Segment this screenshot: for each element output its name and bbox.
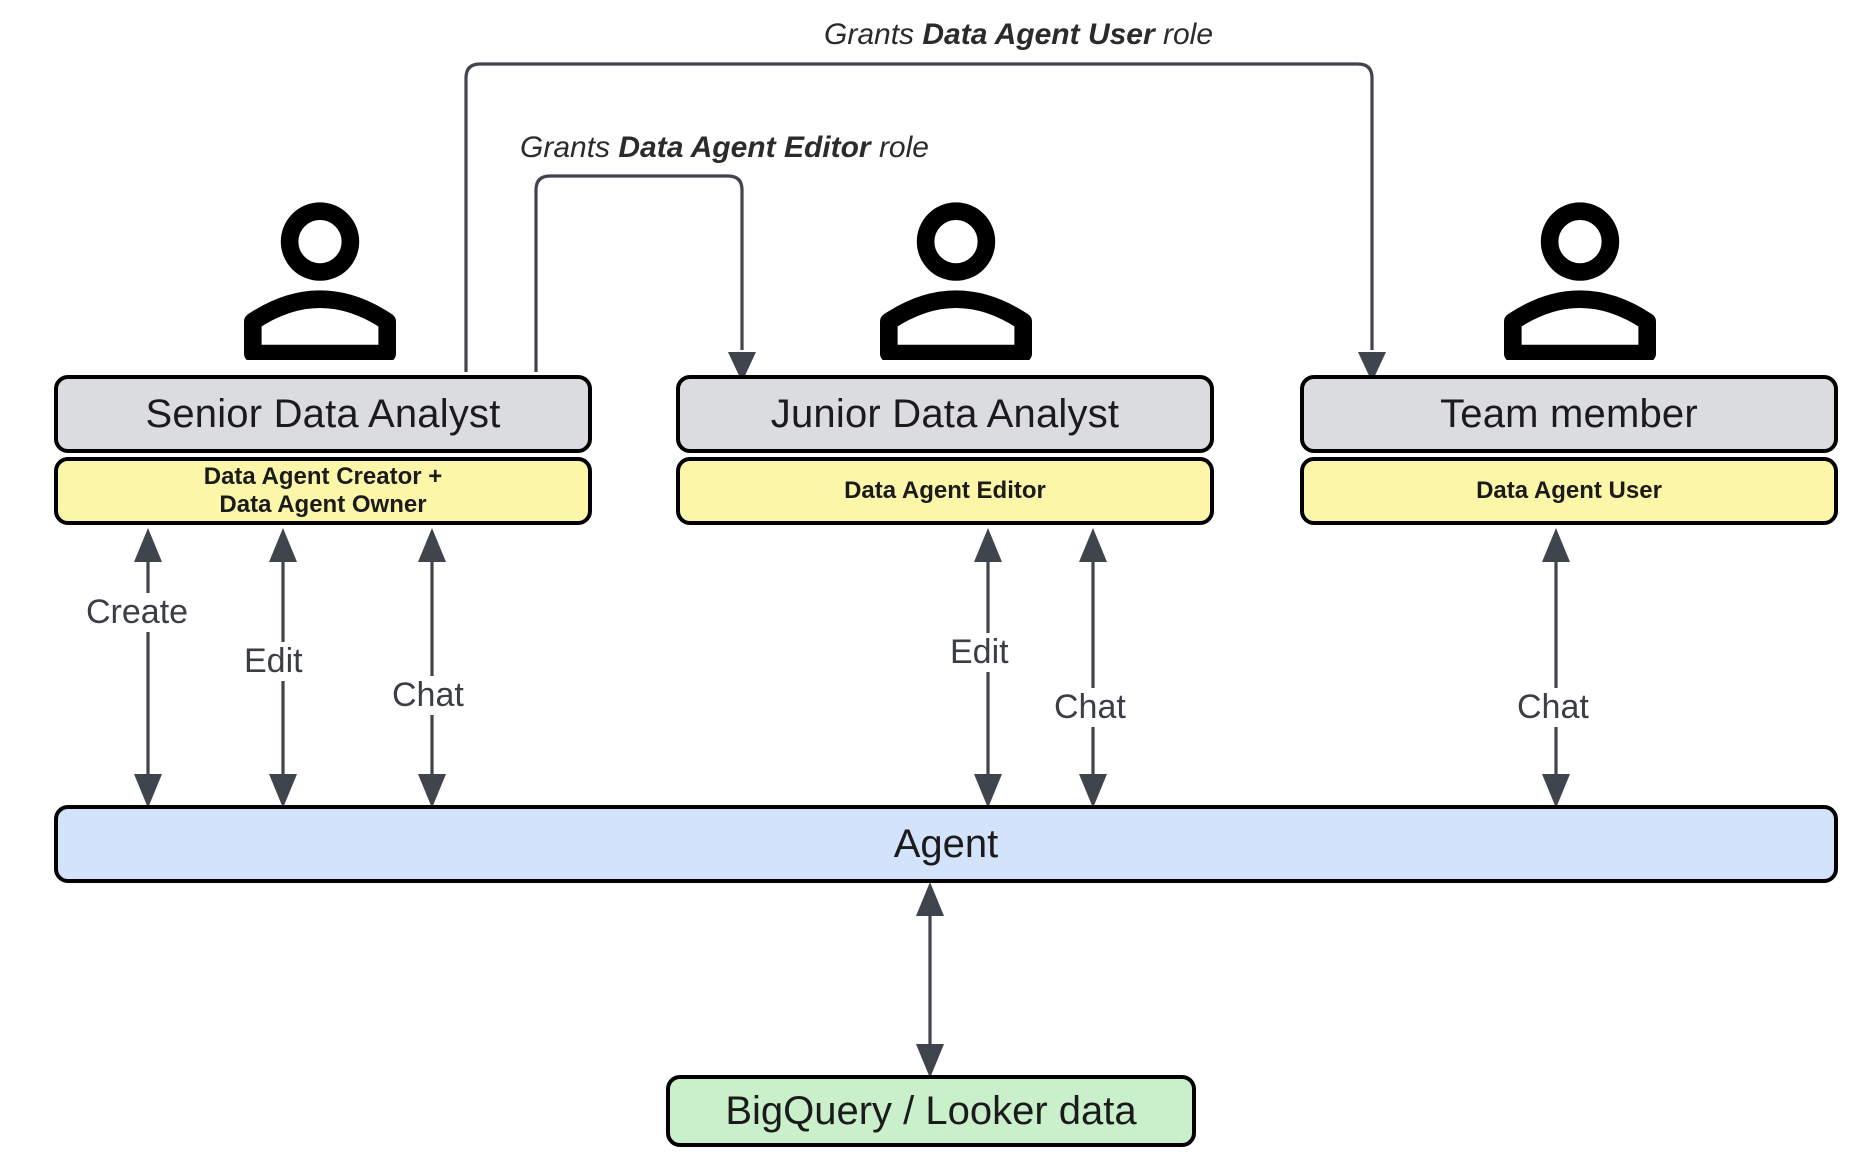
permission-line-1: Data Agent Creator + xyxy=(203,463,443,491)
persona-title-team-member[interactable]: Team member xyxy=(1300,375,1838,453)
edge-label-junior-chat: Chat xyxy=(1050,688,1130,727)
grant-editor-suffix: role xyxy=(870,131,929,164)
permission-line-1: Data Agent User xyxy=(1476,477,1662,505)
grant-editor-role: Data Agent Editor xyxy=(618,131,871,164)
arrow-senior-create xyxy=(134,528,162,808)
person-icon xyxy=(236,200,404,363)
permission-line-2: Data Agent Owner xyxy=(219,491,427,518)
datasource-label: BigQuery / Looker data xyxy=(725,1088,1137,1133)
persona-title-label: Senior Data Analyst xyxy=(145,391,501,436)
grant-user-prefix: Grants xyxy=(824,18,923,51)
edge-label-senior-create: Create xyxy=(82,593,193,632)
permission-badge-junior-data-analyst[interactable]: Data Agent Editor xyxy=(676,457,1214,525)
arrow-agent-data xyxy=(916,882,944,1078)
connector-grant-editor xyxy=(534,174,756,382)
datasource-box[interactable]: BigQuery / Looker data xyxy=(666,1075,1196,1147)
grant-label-data-agent-user: Grants Data Agent User role xyxy=(824,18,1213,52)
agent-label: Agent xyxy=(893,821,999,866)
permission-line-1: Data Agent Editor xyxy=(844,477,1046,505)
agent-bar[interactable]: Agent xyxy=(54,805,1838,883)
persona-title-label: Team member xyxy=(1440,391,1698,436)
person-icon xyxy=(872,200,1040,363)
permission-badge-team-member[interactable]: Data Agent User xyxy=(1300,457,1838,525)
grant-user-suffix: role xyxy=(1154,18,1214,51)
grant-editor-prefix: Grants xyxy=(520,131,619,164)
grant-user-role: Data Agent User xyxy=(922,18,1155,51)
persona-title-junior-data-analyst[interactable]: Junior Data Analyst xyxy=(676,375,1214,453)
edge-label-senior-edit: Edit xyxy=(240,642,307,681)
arrow-senior-chat xyxy=(418,528,446,808)
edge-label-team-chat: Chat xyxy=(1513,688,1593,727)
persona-title-senior-data-analyst[interactable]: Senior Data Analyst xyxy=(54,375,592,453)
arrow-junior-chat xyxy=(1079,528,1107,808)
person-icon xyxy=(1496,200,1664,363)
edge-label-junior-edit: Edit xyxy=(946,633,1013,672)
edge-label-senior-chat: Chat xyxy=(388,676,468,715)
grant-label-data-agent-editor: Grants Data Agent Editor role xyxy=(520,131,929,165)
persona-title-label: Junior Data Analyst xyxy=(770,391,1120,436)
permission-badge-senior-data-analyst[interactable]: Data Agent Creator + Data Agent Owner xyxy=(54,457,592,525)
arrow-team-chat xyxy=(1542,528,1570,808)
